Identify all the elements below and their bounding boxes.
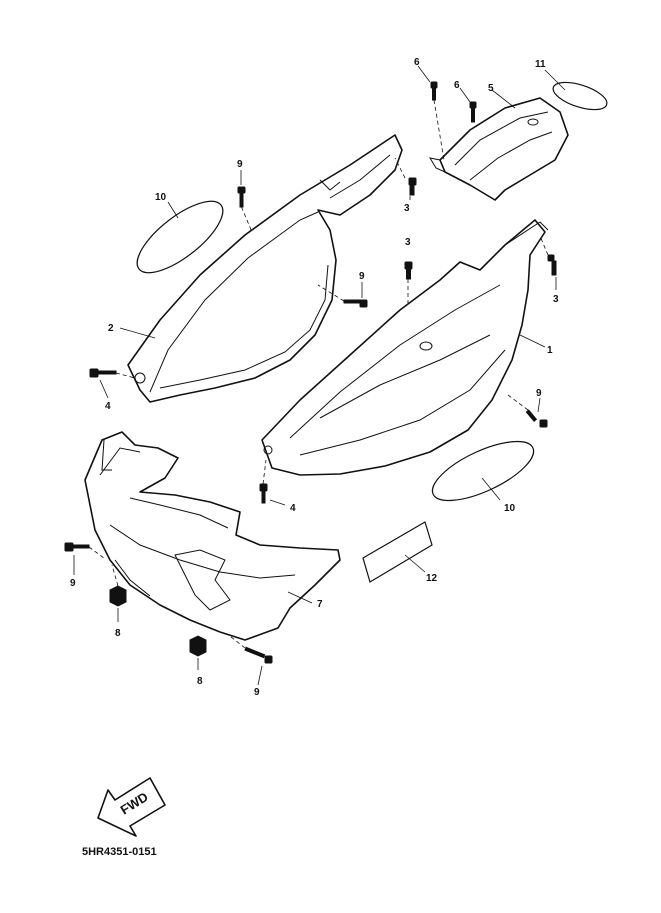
part-12-caution-label xyxy=(362,521,433,583)
part-11-oval-emblem xyxy=(544,69,608,111)
part-8-nuts xyxy=(109,564,207,670)
part-10-oval-decal-right xyxy=(431,440,535,502)
callout-labels: 1 2 3 3 3 4 4 5 6 6 7 8 8 9 9 9 9 9 10 1… xyxy=(70,57,559,698)
callout-8-bottom: 8 xyxy=(197,676,203,687)
callout-9-left: 9 xyxy=(70,578,76,589)
callout-12: 12 xyxy=(426,573,438,584)
part-9-bolts xyxy=(64,170,548,686)
part-10-oval-decal-left xyxy=(136,200,224,274)
callout-9-middle: 9 xyxy=(359,271,365,282)
callout-4-center: 4 xyxy=(290,503,296,514)
callout-9-right: 9 xyxy=(536,388,542,399)
callout-6-left: 6 xyxy=(414,57,420,68)
callout-9-bottom: 9 xyxy=(254,687,260,698)
part-code: 5HR4351-0151 xyxy=(82,846,157,858)
callout-1: 1 xyxy=(547,345,553,356)
part-6-bolts xyxy=(417,65,477,161)
part-1-right-side-cover xyxy=(261,219,549,476)
callout-6-right: 6 xyxy=(454,80,460,91)
callout-10-left: 10 xyxy=(155,192,167,203)
callout-8-left: 8 xyxy=(115,628,121,639)
callout-7: 7 xyxy=(317,599,323,610)
part-7-lower-side-cover xyxy=(84,431,341,641)
callout-2: 2 xyxy=(108,323,114,334)
callout-11: 11 xyxy=(535,59,546,70)
callout-5: 5 xyxy=(488,83,494,94)
callout-4-left: 4 xyxy=(105,401,111,412)
callout-9-top: 9 xyxy=(237,159,243,170)
part-2-left-side-cover xyxy=(119,134,403,403)
callout-3-right: 3 xyxy=(553,294,559,305)
callout-3-top: 3 xyxy=(404,203,410,214)
callout-3-middle: 3 xyxy=(405,237,411,248)
part-5-tail-cover xyxy=(428,89,569,201)
fwd-direction-arrow: FWD xyxy=(97,777,166,837)
part-4-screws xyxy=(89,368,286,506)
callout-10-right: 10 xyxy=(504,503,516,514)
part-3-screws xyxy=(394,157,557,306)
